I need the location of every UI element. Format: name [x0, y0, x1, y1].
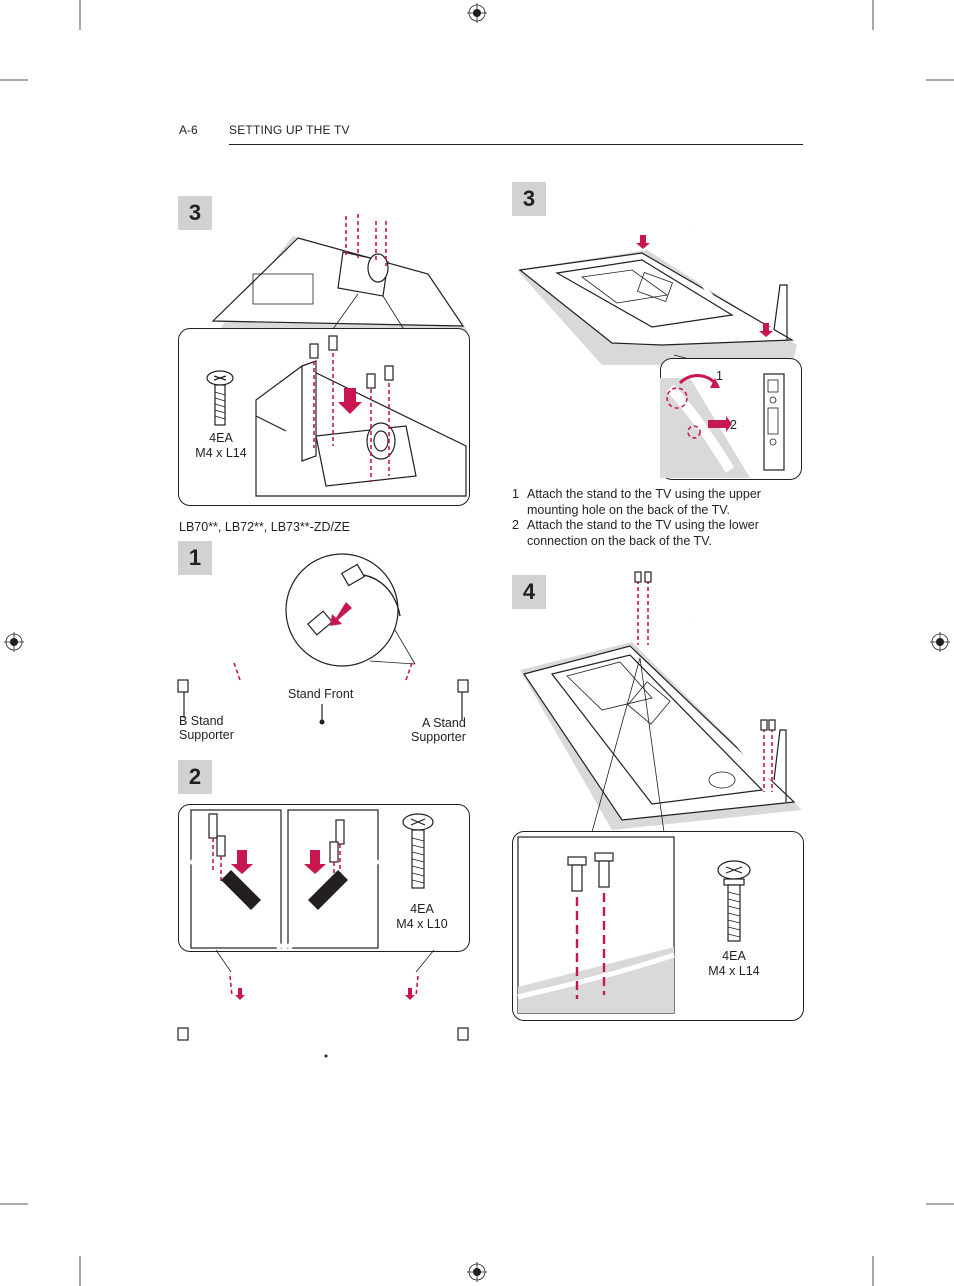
b-stand-label-line1: B Stand [179, 714, 224, 728]
instruction-2-line2: connection on the back of the TV. [527, 533, 712, 548]
header-rule [229, 144, 803, 145]
tv-back-stand-attach-illustration [517, 216, 797, 366]
step2-left-joint-illustration [188, 809, 284, 951]
step4-closeup-illustration [517, 836, 675, 1014]
screw-m4-l14-icon [206, 370, 234, 426]
section-title: SETTING UP THE TV [229, 123, 350, 137]
step-badge-3-left: 3 [178, 196, 212, 230]
registration-mark-right [930, 632, 950, 652]
callout-1-label: 1 [716, 369, 723, 383]
callout-2-label: 2 [730, 418, 737, 432]
step-badge-1: 1 [178, 541, 212, 575]
instruction-2: 2 Attach the stand to the TV using the l… [512, 518, 802, 550]
screw-size-label: M4 x L14 [195, 446, 247, 460]
tv-stand-neck-illustration [211, 214, 468, 337]
screw-size-label-step4: M4 x L14 [708, 964, 760, 978]
stand-neck-closeup-illustration [255, 335, 467, 497]
screw-size-label-step2: M4 x L10 [396, 917, 448, 931]
instruction-2-number: 2 [512, 518, 519, 532]
screw-m4-l14-icon-step4 [717, 860, 751, 942]
tv-back-stand-screw-illustration [520, 571, 802, 833]
stand-lock-closeup-illustration [660, 373, 785, 478]
instruction-1-line1: Attach the stand to the TV using the upp… [527, 487, 761, 501]
b-stand-label-line2: Supporter [179, 728, 234, 742]
instruction-1: 1 Attach the stand to the TV using the u… [512, 487, 802, 519]
a-stand-label-line1: A Stand [422, 716, 466, 730]
stand-front-label: Stand Front [288, 687, 354, 701]
page-code: A-6 [179, 123, 198, 137]
step-badge-4: 4 [512, 575, 546, 609]
instruction-2-line1: Attach the stand to the TV using the low… [527, 518, 759, 532]
screw-qty-label-step4: 4EA [722, 949, 746, 963]
stand-base-assembly-step2 [177, 949, 470, 1060]
stand-joint-zoom-circle [285, 553, 416, 667]
a-stand-label-line2: Supporter [411, 730, 466, 744]
registration-mark-bottom [467, 1262, 487, 1282]
stand-base-assembly-step1 [177, 646, 470, 728]
screw-m4-l10-icon [402, 813, 434, 889]
screw-qty-label: 4EA [209, 431, 233, 445]
screw-qty-label-step2: 4EA [410, 902, 434, 916]
step2-right-joint-illustration [285, 809, 381, 951]
registration-mark-left [4, 632, 24, 652]
registration-mark-top [467, 3, 487, 23]
instruction-1-number: 1 [512, 487, 519, 501]
instruction-1-line2: mounting hole on the back of the TV. [527, 502, 730, 517]
step-badge-3-right: 3 [512, 182, 546, 216]
model-numbers: LB70**, LB72**, LB73**-ZD/ZE [179, 520, 350, 534]
step-badge-2: 2 [178, 760, 212, 794]
